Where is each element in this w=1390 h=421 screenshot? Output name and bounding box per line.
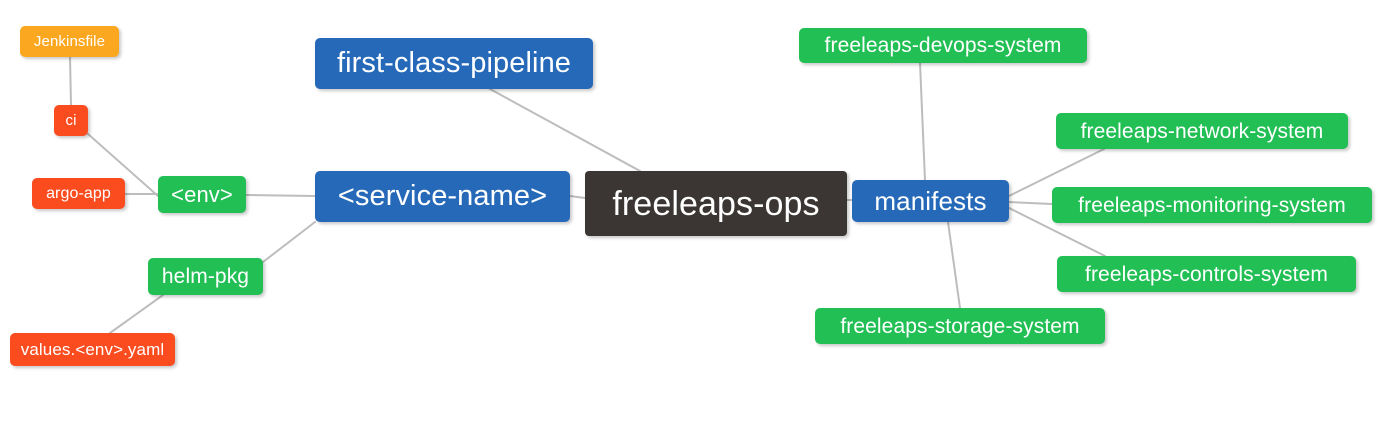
node-label-freeleaps-storage-system: freeleaps-storage-system [840,314,1080,338]
edge-service-name-to-helm-pkg [262,221,316,263]
node-label-values-env-yaml: values.<env>.yaml [20,340,165,359]
node-label-manifests: manifests [874,186,987,216]
node-label-env: <env> [171,181,233,207]
edge-service-name-to-freeleaps-ops [569,195,586,199]
edge-jenkinsfile-to-ci [69,56,72,106]
node-label-helm-pkg: helm-pkg [161,265,250,288]
node-ci[interactable]: ci [54,105,88,136]
node-freeleaps-controls-system[interactable]: freeleaps-controls-system [1057,256,1356,292]
node-service-name[interactable]: <service-name> [315,171,570,222]
node-label-argo-app: argo-app [46,184,111,202]
node-label-ci: ci [65,112,77,129]
node-label-freeleaps-ops: freeleaps-ops [612,184,820,223]
node-helm-pkg[interactable]: helm-pkg [148,258,263,295]
node-label-jenkinsfile: Jenkinsfile [33,33,106,50]
node-freeleaps-monitoring-system[interactable]: freeleaps-monitoring-system [1052,187,1372,223]
edge-env-to-service-name [245,194,316,197]
node-jenkinsfile[interactable]: Jenkinsfile [20,26,119,57]
node-label-freeleaps-controls-system: freeleaps-controls-system [1085,262,1328,286]
node-freeleaps-network-system[interactable]: freeleaps-network-system [1056,113,1348,149]
node-label-freeleaps-monitoring-system: freeleaps-monitoring-system [1078,193,1346,217]
node-argo-app[interactable]: argo-app [32,178,125,209]
node-values-env-yaml[interactable]: values.<env>.yaml [10,333,175,366]
node-freeleaps-ops[interactable]: freeleaps-ops [585,171,847,236]
node-freeleaps-storage-system[interactable]: freeleaps-storage-system [815,308,1105,344]
node-label-first-class-pipeline: first-class-pipeline [336,47,572,79]
node-manifests[interactable]: manifests [852,180,1009,222]
edge-manifests-to-freeleaps-storage-system [947,221,961,309]
edge-manifests-to-freeleaps-monitoring-system [1008,201,1053,205]
node-label-freeleaps-devops-system: freeleaps-devops-system [824,34,1062,57]
edge-helm-pkg-to-values-env-yaml [109,294,164,334]
node-label-freeleaps-network-system: freeleaps-network-system [1080,119,1324,143]
node-first-class-pipeline[interactable]: first-class-pipeline [315,38,593,89]
node-freeleaps-devops-system[interactable]: freeleaps-devops-system [799,28,1087,63]
node-label-service-name: <service-name> [337,180,548,212]
node-env[interactable]: <env> [158,176,246,213]
edge-manifests-to-freeleaps-devops-system [919,62,926,181]
edge-first-class-pipeline-to-freeleaps-ops [489,88,641,172]
